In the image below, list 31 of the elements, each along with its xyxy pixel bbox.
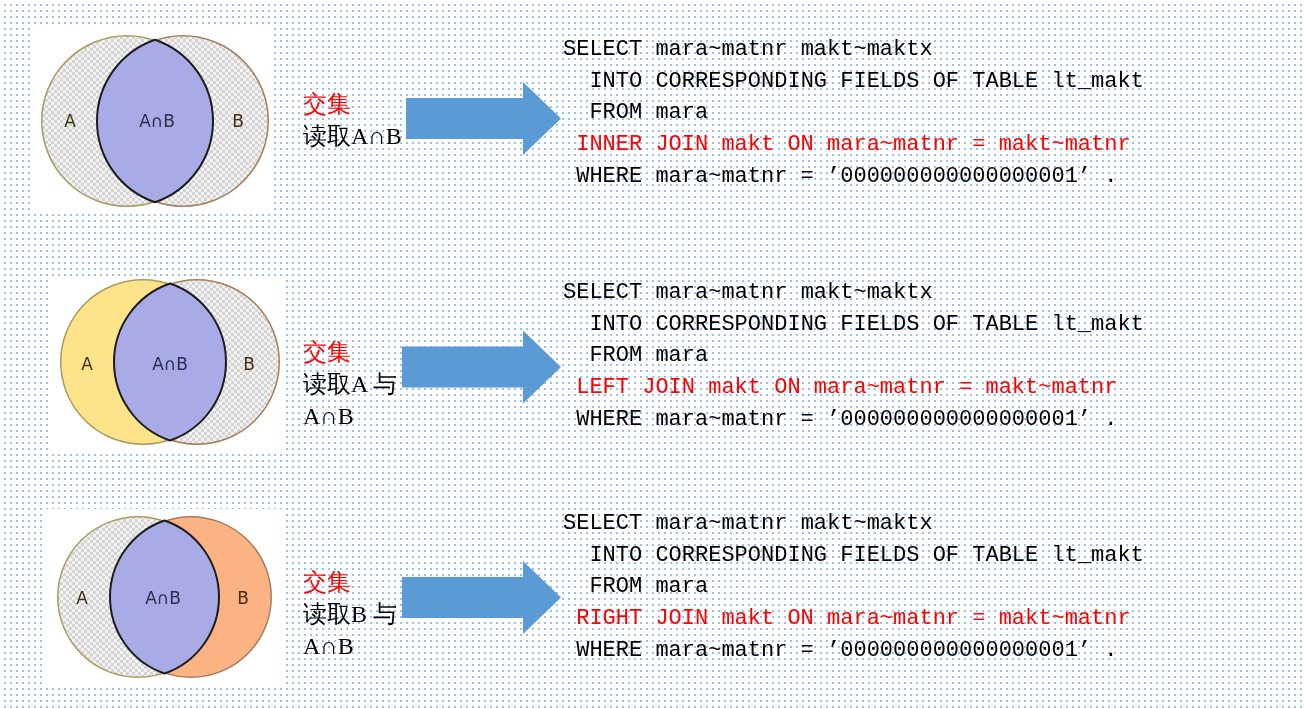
set-label: A: [81, 354, 93, 374]
code-line: FROM mara: [589, 573, 709, 602]
code-line: SELECT mara~matnr makt~maktx: [563, 36, 933, 64]
code-line: INTO CORRESPONDING FIELDS OF TABLE lt_makt: [589, 310, 1144, 339]
code-line: SELECT mara~matnr makt~maktx: [563, 279, 933, 307]
code-line: SELECT mara~matnr makt~maktx: [563, 510, 933, 538]
heading-text: 交集: [303, 90, 352, 119]
set-label: A∩B: [145, 588, 181, 608]
set-label: A: [64, 111, 76, 131]
code-line: FROM mara: [589, 99, 709, 128]
code-line: RIGHT JOIN makt ON mara~matnr = makt~matnr: [576, 605, 1131, 634]
code-line: INTO CORRESPONDING FIELDS OF TABLE lt_makt: [589, 67, 1144, 96]
code-line: FROM mara: [589, 342, 709, 371]
set-label: A∩B: [152, 354, 188, 374]
code-line: WHERE mara~matnr = ’000000000000000001’ .: [576, 405, 1118, 434]
code-line: WHERE mara~matnr = ’000000000000000001’ .: [576, 162, 1118, 191]
description-text: 读取A∩B: [303, 122, 403, 151]
code-line: WHERE mara~matnr = ’000000000000000001’ .: [576, 636, 1118, 665]
code-line: INTO CORRESPONDING FIELDS OF TABLE lt_makt: [589, 541, 1144, 570]
code-line: LEFT JOIN makt ON mara~matnr = makt~matnr: [576, 374, 1118, 403]
set-label: B: [237, 588, 249, 608]
description-text: 读取B 与A∩B: [303, 600, 398, 661]
set-label: A: [76, 588, 88, 608]
set-label: B: [243, 354, 255, 374]
code-line: INNER JOIN makt ON mara~matnr = makt~matnr: [576, 131, 1131, 160]
heading-text: 交集: [303, 338, 352, 367]
block-arrow: [406, 82, 561, 155]
description-text: 读取A 与A∩B: [303, 370, 398, 431]
set-label: A∩B: [139, 111, 175, 131]
heading-text: 交集: [303, 568, 352, 597]
set-label: B: [232, 111, 244, 131]
